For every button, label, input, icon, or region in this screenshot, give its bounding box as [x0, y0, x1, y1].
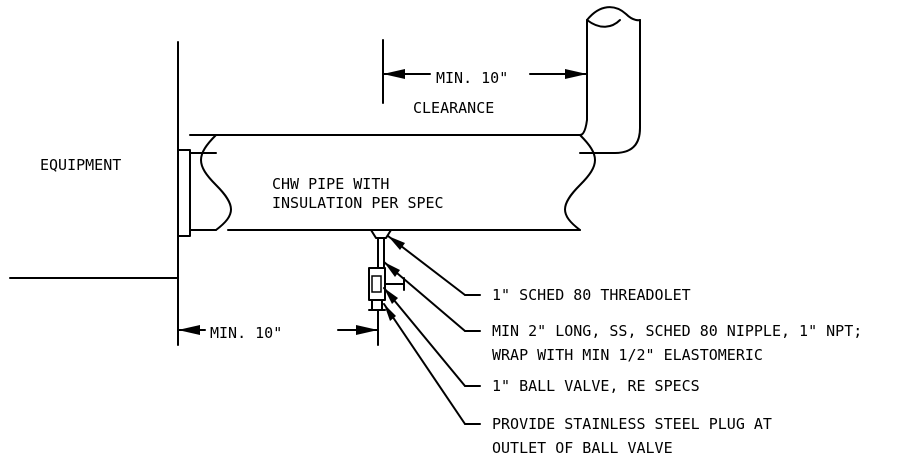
- pipe-riser: [579, 6, 641, 154]
- callout-nipple-line2: WRAP WITH MIN 1/2" ELASTOMERIC: [492, 346, 763, 364]
- drain-valve-assembly: [368, 229, 405, 311]
- equipment-flange: [177, 149, 191, 237]
- callout-leaders: [383, 235, 481, 425]
- equipment-label: EQUIPMENT: [40, 156, 121, 174]
- bottom-clearance-dimension: MIN. 10": [177, 277, 379, 346]
- pipe-label-line1: CHW PIPE WITH: [272, 175, 389, 193]
- pipe-label-line2: INSULATION PER SPEC: [272, 194, 444, 212]
- clearance-min-label: MIN. 10": [436, 69, 508, 87]
- callout-nipple-line1: MIN 2" LONG, SS, SCHED 80 NIPPLE, 1" NPT…: [492, 322, 862, 340]
- chw-pipe: [189, 134, 596, 231]
- callout-threadolet: 1" SCHED 80 THREADOLET: [492, 286, 691, 304]
- callout-plug-line2: OUTLET OF BALL VALVE: [492, 439, 673, 457]
- callout-plug-line1: PROVIDE STAINLESS STEEL PLUG AT: [492, 415, 772, 433]
- bottom-min-label: MIN. 10": [210, 324, 282, 342]
- callout-ball-valve: 1" BALL VALVE, RE SPECS: [492, 377, 700, 395]
- clearance-word-label: CLEARANCE: [413, 99, 494, 117]
- clearance-dimension: MIN. 10" CLEARANCE: [382, 39, 588, 117]
